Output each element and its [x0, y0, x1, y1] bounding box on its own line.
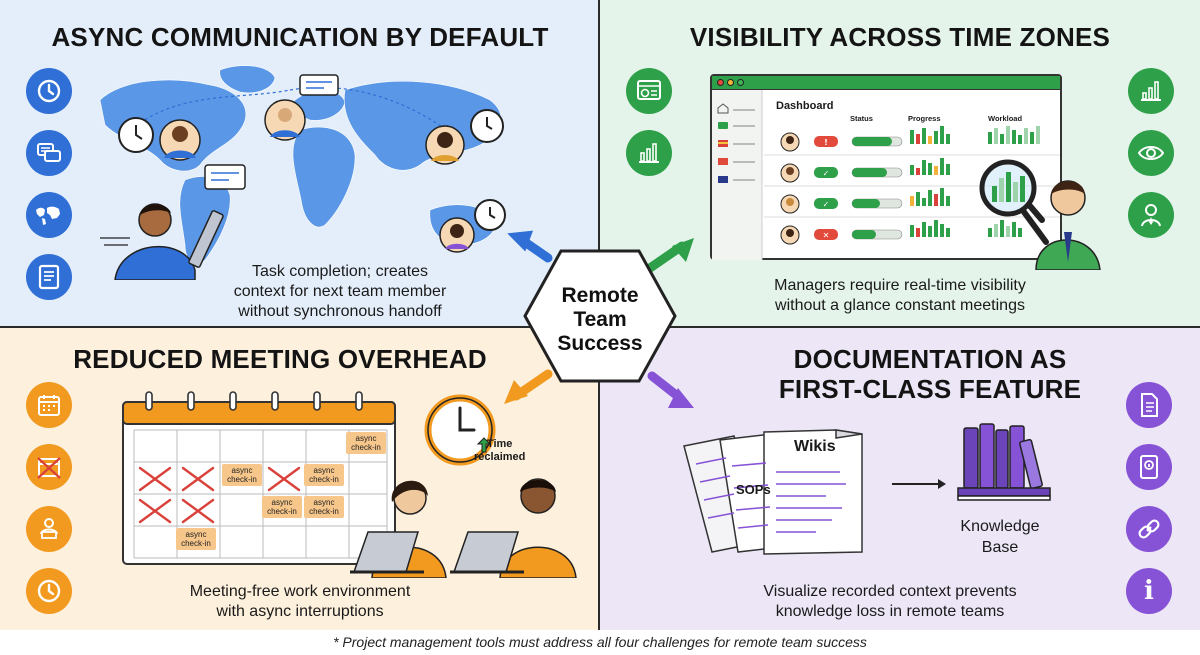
eye-icon [1128, 130, 1174, 176]
async-checkin-note: async check-in [222, 464, 262, 486]
arrow-right-icon [892, 479, 946, 489]
document-icon [26, 254, 72, 300]
link-icon [1126, 506, 1172, 552]
window-dot [717, 79, 724, 86]
async-checkin-note: async check-in [346, 432, 386, 454]
status-mark: ! [824, 138, 828, 147]
panel-async-communication: ASYNC COMMUNICATION BY DEFAULT [0, 0, 600, 328]
caption-line: Meeting-free work environment [189, 583, 411, 600]
center-label-line: Remote [561, 284, 639, 307]
manual-icon [1126, 444, 1172, 490]
caption-line: Managers require real-time visibility [774, 277, 1026, 294]
dashboard-title: Dashboard [776, 100, 834, 112]
kb-label-line: Base [981, 539, 1019, 556]
panel-title: ASYNC COMMUNICATION BY DEFAULT [51, 22, 549, 52]
panel-title: DOCUMENTATION AS FIRST-CLASS FEATURE [700, 344, 1160, 404]
cancelled-calendar-icon [26, 444, 72, 490]
column-progress: Progress [908, 114, 941, 123]
panel-title: VISIBILITY ACROSS TIME ZONES [689, 22, 1111, 52]
bar-chart-icon [626, 130, 672, 176]
manager-magnifier-illustration [979, 159, 1101, 270]
time-reclaimed-clock [424, 394, 496, 466]
document-icon [1126, 382, 1172, 428]
info-icon: i [1126, 568, 1172, 614]
caption-line: Task completion; creates [251, 263, 429, 280]
bar-chart-icon [1128, 68, 1174, 114]
panel-meeting-overhead: REDUCED MEETING OVERHEAD async check-in … [0, 328, 600, 630]
world-map-icon [26, 192, 72, 238]
doc-label-sops: SOPs [736, 482, 771, 497]
column-workload: Workload [988, 114, 1023, 123]
caption-line: context for next team member [233, 283, 447, 300]
calendar-icon [26, 382, 72, 428]
status-mark: ✓ [823, 200, 830, 209]
status-mark: ✕ [823, 231, 830, 240]
chat-icon [26, 130, 72, 176]
time-reclaimed-label: Time reclaimed [474, 438, 525, 464]
panel-documentation: DOCUMENTATION AS FIRST-CLASS FEATURE i S… [600, 328, 1200, 630]
window-dot [737, 79, 744, 86]
clock-icon [26, 68, 72, 114]
kb-label-line: Knowledge [960, 518, 1040, 535]
async-checkin-note: async check-in [304, 496, 344, 518]
caption-line: with async interruptions [216, 603, 384, 620]
async-checkin-note: async check-in [304, 464, 344, 486]
documents-stack [683, 429, 863, 555]
panel-caption: Visualize recorded context prevents know… [720, 582, 1060, 622]
knowledge-base-label: Knowledge Base [940, 516, 1060, 558]
async-checkin-note: async check-in [262, 496, 302, 518]
panel-visibility: VISIBILITY ACROSS TIME ZONES Dashboard S… [600, 0, 1200, 328]
panel-caption: Meeting-free work environment with async… [150, 582, 450, 622]
person-laptop-icon [26, 506, 72, 552]
time-label-line: reclaimed [474, 451, 526, 463]
panel-title: REDUCED MEETING OVERHEAD [73, 344, 487, 374]
status-mark: ✓ [823, 169, 830, 178]
world-map-illustration [99, 65, 506, 280]
caption-line: without a glance constant meetings [775, 297, 1025, 314]
knowledge-base-books [957, 423, 1051, 501]
doc-label-wikis: Wikis [794, 438, 836, 455]
caption-line: without synchronous handoff [238, 303, 442, 320]
dashboard-content: ! ✓ ✓ ✕ [712, 90, 1060, 260]
column-status: Status [850, 114, 873, 123]
dashboard-icon [626, 68, 672, 114]
time-label-line: Time [486, 438, 513, 450]
caption-line: knowledge loss in remote teams [775, 603, 1005, 620]
center-label-line: Success [557, 332, 643, 355]
panel-caption: Managers require real-time visibility wi… [730, 276, 1070, 316]
async-checkin-note: async check-in [176, 528, 216, 550]
manager-icon [1128, 192, 1174, 238]
footer-note: * Project management tools must address … [0, 630, 1200, 655]
panel-caption: Task completion; creates context for nex… [220, 262, 460, 322]
center-label: Remote Team Success [522, 284, 678, 356]
caption-line: Visualize recorded context prevents [763, 583, 1017, 600]
clock-icon [26, 568, 72, 614]
center-label-line: Team [573, 308, 627, 331]
dashboard-window: Dashboard Status Progress Workload [710, 74, 1062, 260]
title-line: DOCUMENTATION AS [793, 344, 1067, 374]
dashboard-titlebar [712, 76, 1060, 90]
title-line: FIRST-CLASS FEATURE [778, 374, 1082, 404]
window-dot [727, 79, 734, 86]
center-hexagon [523, 249, 677, 383]
people-laptops-illustration [350, 478, 577, 578]
